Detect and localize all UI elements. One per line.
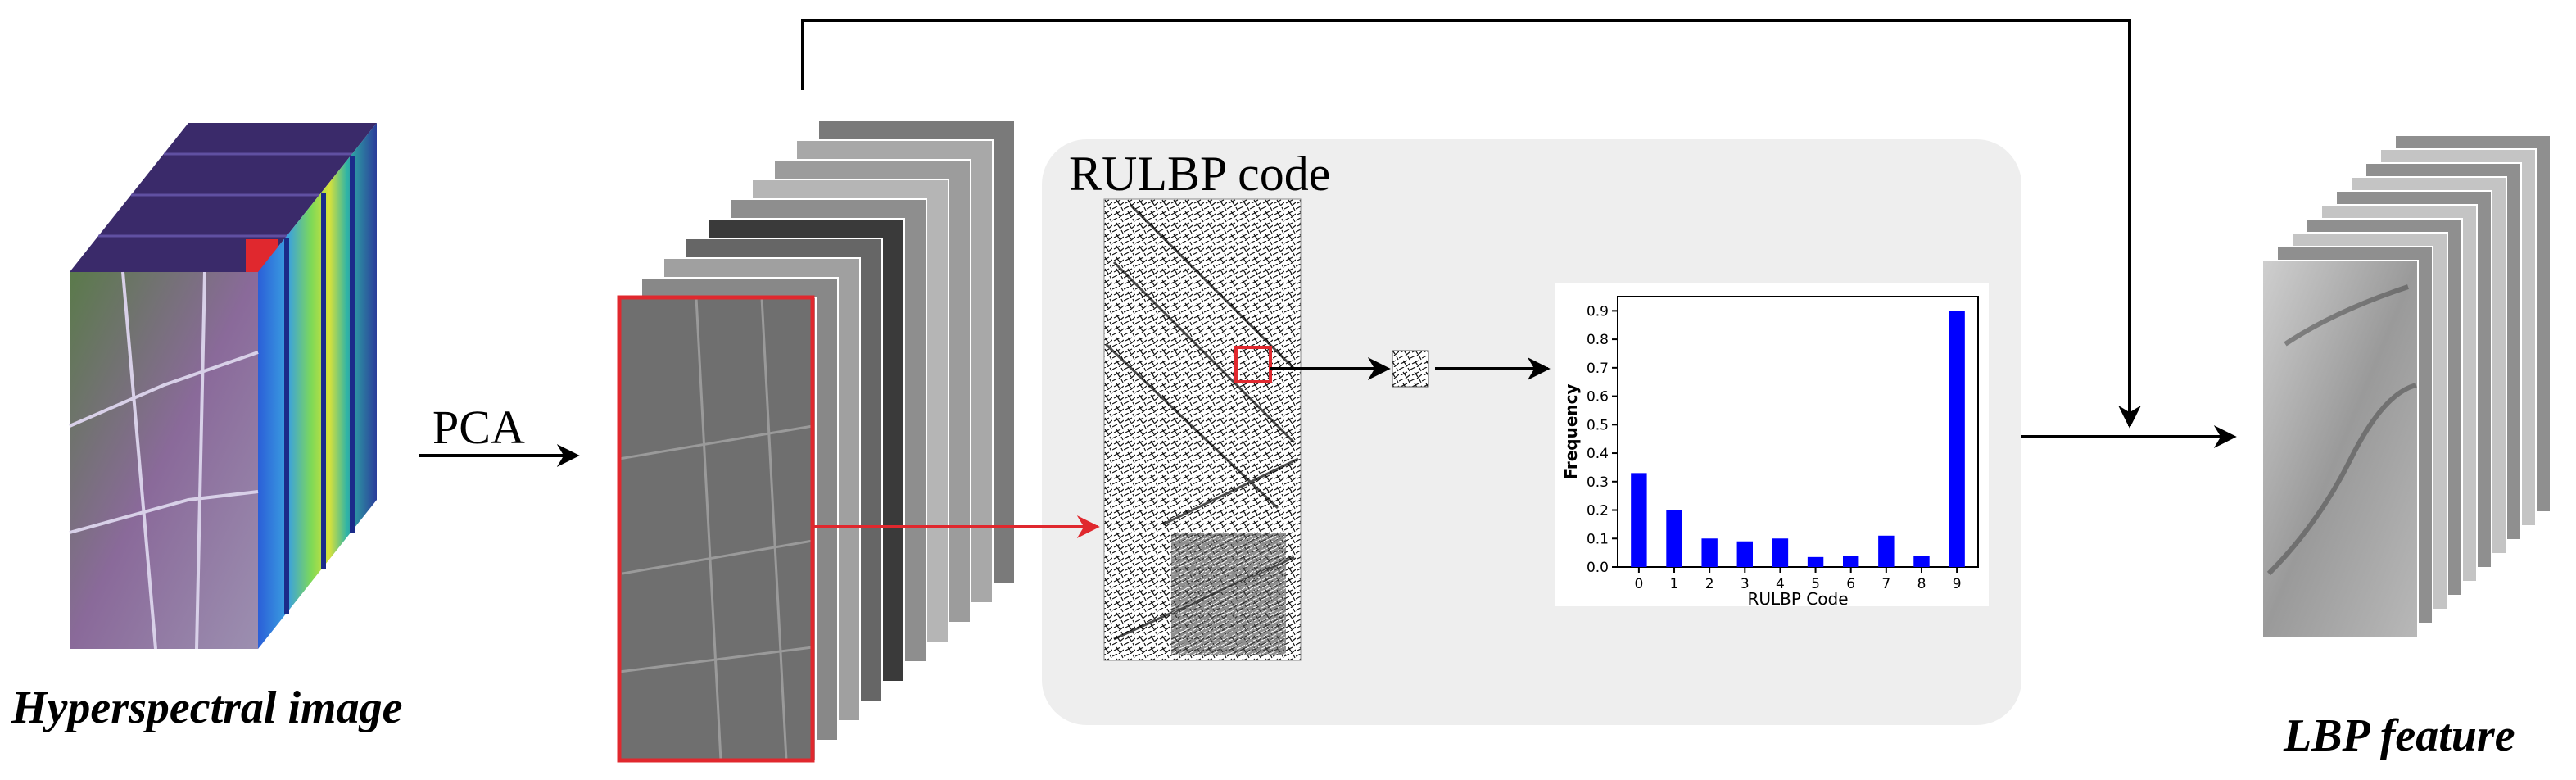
histogram-x-tick-label: 4 xyxy=(1776,576,1785,592)
lbp-feature-layer xyxy=(2261,260,2419,638)
histogram-y-tick-label: 0.7 xyxy=(1587,361,1609,377)
histogram-x-tick-label: 8 xyxy=(1917,576,1926,592)
histogram-y-tick-label: 0.1 xyxy=(1587,531,1609,547)
histogram-x-tick-label: 6 xyxy=(1846,576,1855,592)
histogram-y-tick-label: 0.4 xyxy=(1587,446,1609,462)
histogram-y-tick-label: 0.5 xyxy=(1587,417,1609,433)
skip-connection-arrow xyxy=(801,19,2141,429)
histogram-bar xyxy=(1736,541,1753,567)
histogram-x-tick-label: 9 xyxy=(1953,576,1962,592)
cube-front-face xyxy=(70,272,258,649)
histogram-x-tick-label: 0 xyxy=(1634,576,1643,592)
histogram-y-tick-label: 0.8 xyxy=(1587,332,1609,348)
histogram-bar xyxy=(1631,473,1647,567)
histogram-bar xyxy=(1701,538,1718,567)
hyperspectral-image-caption: Hyperspectral image xyxy=(11,682,403,733)
histogram-x-tick-label: 5 xyxy=(1811,576,1820,592)
cube-side-stripes xyxy=(284,156,355,614)
histogram-bar xyxy=(1878,535,1895,567)
histogram-axes-frame xyxy=(1617,296,1979,568)
rulbp-selected-patch xyxy=(1234,346,1272,383)
pca-component-stack xyxy=(617,120,1016,763)
histogram-background xyxy=(1555,283,1989,606)
hyperspectral-cube xyxy=(69,123,377,650)
lbp-feature-caption: LBP feature xyxy=(2284,710,2515,761)
histogram-x-tick-label: 3 xyxy=(1741,576,1750,592)
pca-field-lines xyxy=(618,297,813,761)
histogram-y-tick-label: 0.9 xyxy=(1587,303,1609,320)
histogram-x-tick-label: 7 xyxy=(1881,576,1890,592)
rulbp-histogram: 0.0 0.1 0.2 0.3 0.4 0.5 0.6 0.7 0.8 0.9 0 1 2 3 4 5 6 7 8… xyxy=(1555,283,1989,609)
rulbp-code-title: RULBP code xyxy=(1069,147,1331,201)
patch-thumbnail xyxy=(1392,350,1429,388)
histogram-y-tick-label: 0.0 xyxy=(1587,560,1609,576)
pca-first-component-highlight xyxy=(617,295,815,763)
histogram-bar xyxy=(1772,538,1789,567)
histogram-bar xyxy=(1666,510,1682,567)
histogram-bar xyxy=(1807,556,1824,567)
cube-top-bands xyxy=(98,152,352,238)
lbp-feature-stack xyxy=(2261,134,2551,638)
histogram-bar xyxy=(1913,556,1930,567)
pca-label: PCA xyxy=(432,401,525,454)
histogram-bar xyxy=(1843,556,1859,567)
cube-front-fields xyxy=(69,271,259,650)
histogram-y-tick-label: 0.3 xyxy=(1587,474,1609,491)
histogram-x-tick-label: 1 xyxy=(1670,576,1679,592)
lbp-feature-texture xyxy=(2266,284,2417,576)
rulbp-dense-region xyxy=(1171,533,1286,655)
histogram-y-tick-label: 0.2 xyxy=(1587,503,1609,519)
histogram-x-label: RULBP Code xyxy=(1747,589,1848,609)
histogram-bar xyxy=(1949,311,1965,567)
histogram-x-tick-label: 2 xyxy=(1705,576,1714,592)
histogram-y-label: Frequency xyxy=(1561,383,1581,479)
histogram-y-tick-label: 0.6 xyxy=(1587,389,1609,406)
